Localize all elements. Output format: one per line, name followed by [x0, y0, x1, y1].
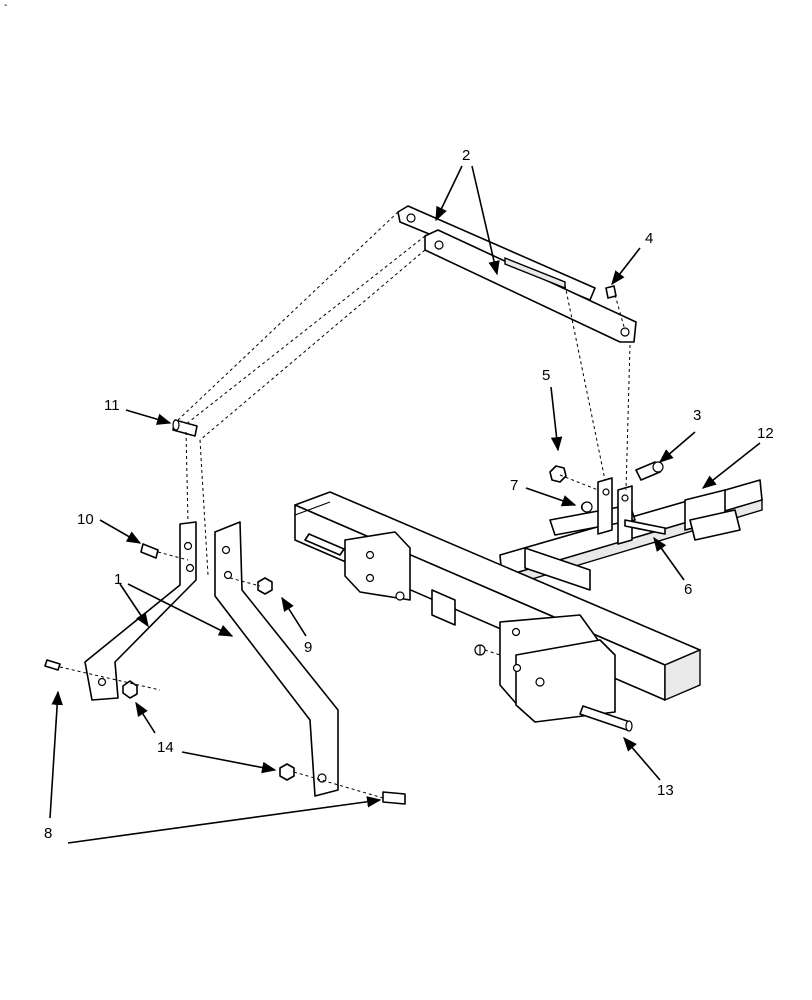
- callout-2: 2: [462, 147, 470, 164]
- callout-8: 8: [44, 825, 52, 842]
- callout-3: 3: [693, 407, 701, 424]
- callout-labels: 2 4 5 11 3 12 7 10 1 6 9 14 13 8: [44, 147, 774, 842]
- callout-1: 1: [114, 571, 122, 588]
- callout-14: 14: [157, 739, 174, 756]
- callout-4: 4: [645, 230, 653, 247]
- callout-5: 5: [542, 367, 550, 384]
- frame-assembly: [294, 461, 763, 732]
- corner-mark: -: [4, 0, 8, 11]
- callout-11: 11: [104, 397, 120, 414]
- callout-10: 10: [77, 511, 94, 528]
- callout-12: 12: [757, 425, 774, 442]
- callout-9: 9: [304, 639, 312, 656]
- assembly-lines: [59, 211, 631, 799]
- callout-7: 7: [510, 477, 518, 494]
- callout-13: 13: [657, 782, 674, 799]
- callout-6: 6: [684, 581, 692, 598]
- link-bars: [397, 205, 637, 343]
- leader-lines: [49, 165, 761, 844]
- standard-legs: [44, 419, 406, 805]
